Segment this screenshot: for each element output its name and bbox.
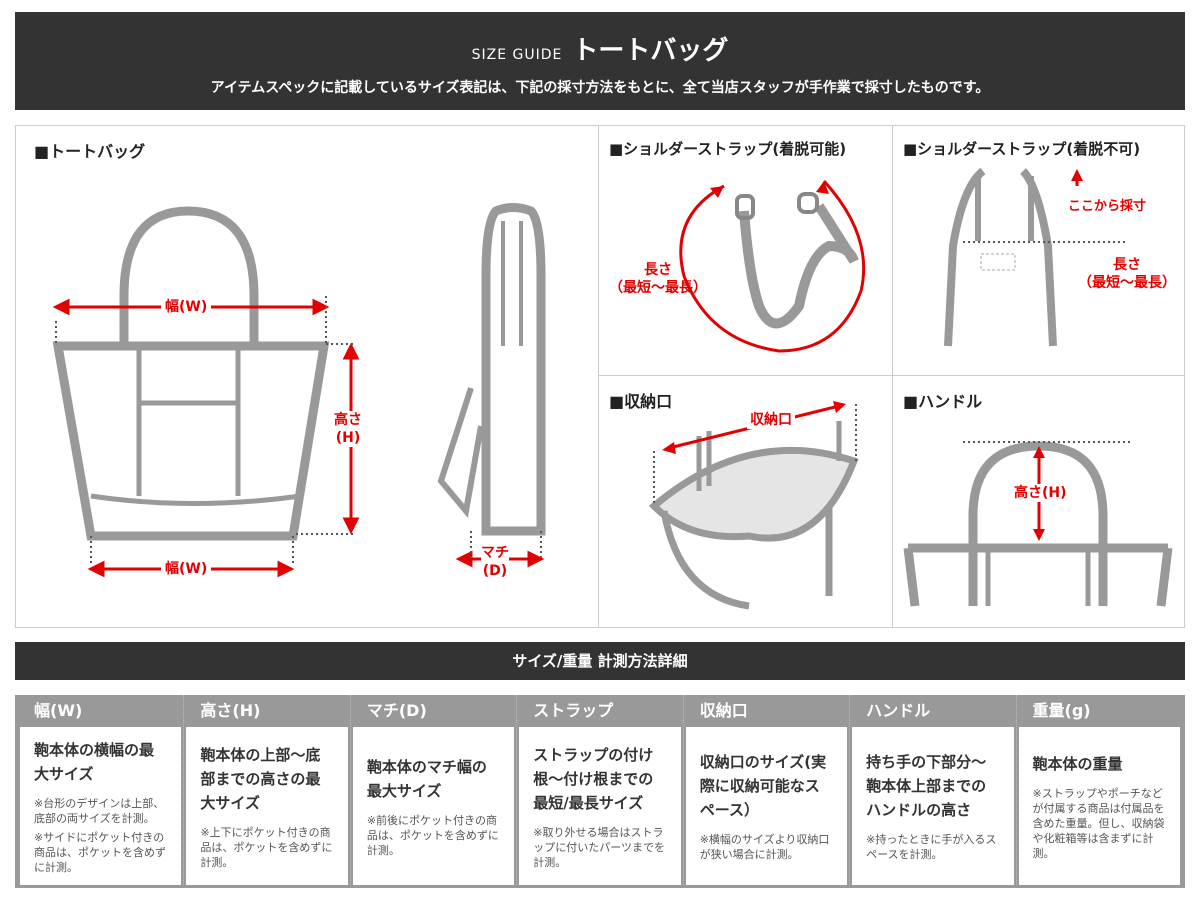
height-label: 高さ (H) — [334, 411, 362, 447]
width-bottom-label: 幅(W) — [161, 560, 212, 578]
column-main: 収納口のサイズ(実際に収納可能なスペース） — [699, 753, 827, 819]
column-note: ※台形のデザインは上部、底部の両サイズを計測。 — [34, 796, 165, 825]
page-title: SIZE GUIDE トートバッグ — [15, 30, 1185, 67]
column-note: ※前後にポケット付きの商品は、ポケットを含めずに計測。 — [366, 813, 499, 857]
strap-fixed-illustration — [944, 167, 1128, 347]
opening-illustration — [648, 401, 859, 610]
strap-length-label: 長さ （最短〜最長） — [609, 261, 707, 297]
title-text: トートバッグ — [572, 36, 729, 66]
opening-title: ■収納口 — [609, 392, 673, 411]
handle-title: ■ハンドル — [903, 392, 983, 411]
column-main: 鞄本体のマチ幅の最大サイズ — [366, 757, 487, 800]
tote-illustration — [52, 203, 546, 578]
height-text: 高さ — [334, 412, 362, 428]
column-main: 持ち手の下部分〜鞄本体上部までのハンドルの高さ — [866, 753, 987, 819]
column-head: 幅(W) — [34, 701, 83, 720]
column-note: ※ストラップやポーチなどが付属する商品は付属品を含めた重量。但し、収納袋や化粧箱… — [1032, 786, 1165, 860]
column-width: 幅(W) 鞄本体の横幅の最大サイズ ※台形のデザインは上部、底部の両サイズを計測。 ※… — [18, 695, 183, 885]
column-note: ※上下にポケット付きの商品は、ポケットを含めずに計測。 — [200, 825, 333, 869]
column-strap: ストラップストラップの付け根〜付け根までの最短/最長サイズ ※取り外せる場合はスト… — [516, 695, 682, 885]
measurement-table: 幅(W) 鞄本体の横幅の最大サイズ ※台形のデザインは上部、底部の両サイズを計測。 ※… — [15, 695, 1185, 888]
strap-fixed-diagram: ■ショルダーストラップ(着脱不可) ここから採寸 長さ （最短〜最長） — [893, 126, 1185, 376]
depth-d-text: (D) — [482, 563, 508, 579]
diagram-panel: ■トートバッグ 幅(W) 高さ (H) 幅(W) — [15, 125, 1185, 628]
strap-removable-diagram: ■ショルダーストラップ(着脱可能) 長さ （最短〜最長） — [599, 126, 893, 376]
opening-label: 収納口 — [747, 411, 795, 429]
column-body: 収納口のサイズ(実際に収納可能なスペース） ※横幅のサイズより収納口が狭い場合に計… — [685, 727, 848, 885]
column-main: 鞄本体の重量 — [1032, 754, 1123, 773]
column-opening: 収納口収納口のサイズ(実際に収納可能なスペース） ※横幅のサイズより収納口が狭い場… — [682, 695, 849, 885]
column-depth: マチ(D) 鞄本体のマチ幅の最大サイズ ※前後にポケット付きの商品は、ポケットを含め… — [349, 695, 516, 885]
column-body: 鞄本体のマチ幅の最大サイズ ※前後にポケット付きの商品は、ポケットを含めずに計測。 — [352, 727, 515, 885]
handle-height-label: 高さ(H) — [1011, 484, 1070, 502]
column-head: ハンドル — [866, 701, 931, 720]
column-main: ストラップの付け根〜付け根までの最短/最長サイズ — [533, 745, 654, 812]
width-top-label: 幅(W) — [161, 298, 212, 316]
height-h-text: (H) — [335, 430, 361, 446]
strap-length-text: 長さ — [644, 262, 672, 278]
depth-text: マチ — [481, 544, 509, 562]
header-banner: SIZE GUIDE トートバッグ アイテムスペックに記載しているサイズ表記は、下… — [15, 12, 1185, 110]
column-note: ※サイドにポケット付きの商品は、ポケットを含めずに計測。 — [34, 830, 166, 874]
column-main: 鞄本体の上部〜底部までの高さの最大サイズ — [200, 745, 321, 812]
column-note: ※持ったときに手が入るスペースを計測。 — [866, 833, 997, 861]
column-body: 持ち手の下部分〜鞄本体上部までのハンドルの高さ ※持ったときに手が入るスペースを計… — [852, 727, 1014, 885]
column-height: 高さ(H) 鞄本体の上部〜底部までの高さの最大サイズ ※上下にポケット付きの商品は、… — [183, 695, 349, 885]
opening-diagram: ■収納口 収納口 — [599, 376, 893, 627]
column-head: ストラップ — [533, 701, 614, 720]
strap-fixed-range-text: （最短〜最長） — [1078, 275, 1176, 291]
size-guide-label: SIZE GUIDE — [471, 47, 563, 63]
column-body: ストラップの付け根〜付け根までの最短/最長サイズ ※取り外せる場合はストラップに付… — [519, 727, 681, 885]
column-handle: ハンドル持ち手の下部分〜鞄本体上部までのハンドルの高さ ※持ったときに手が入るスペ… — [849, 695, 1015, 885]
strap-fixed-length-text: 長さ — [1113, 257, 1141, 273]
tote-title: ■トートバッグ — [34, 142, 146, 161]
column-note: ※取り外せる場合はストラップに付いたパーツまでを計測。 — [533, 825, 666, 869]
depth-label: マチ(D) — [481, 544, 509, 580]
column-body: 鞄本体の上部〜底部までの高さの最大サイズ ※上下にポケット付きの商品は、ポケットを… — [186, 727, 348, 885]
strap-range-text: （最短〜最長） — [609, 280, 707, 296]
column-head: 高さ(H) — [200, 701, 261, 720]
strap-removable-title: ■ショルダーストラップ(着脱可能) — [609, 140, 847, 158]
column-head: マチ(D) — [366, 701, 427, 720]
section-title: サイズ/重量 計測方法詳細 — [15, 642, 1185, 680]
column-body: 鞄本体の重量 ※ストラップやポーチなどが付属する商品は付属品を含めた重量。但し、収… — [1018, 727, 1180, 885]
strap-fixed-title: ■ショルダーストラップ(着脱不可) — [903, 140, 1141, 158]
strap-removable-illustration — [679, 179, 866, 353]
subtitle: アイテムスペックに記載しているサイズ表記は、下記の採寸方法をもとに、全て当店スタ… — [210, 80, 990, 96]
column-note: ※横幅のサイズより収納口が狭い場合に計測。 — [699, 833, 830, 861]
column-head: 重量(g) — [1032, 701, 1091, 720]
handle-diagram: ■ハンドル 高さ(H) — [893, 376, 1185, 627]
column-body: 鞄本体の横幅の最大サイズ ※台形のデザインは上部、底部の両サイズを計測。 ※サイドに… — [20, 727, 182, 885]
measure-from-here-label: ここから採寸 — [1068, 199, 1147, 214]
column-weight: 重量(g) 鞄本体の重量 ※ストラップやポーチなどが付属する商品は付属品を含めた重量… — [1015, 695, 1182, 885]
column-main: 鞄本体の横幅の最大サイズ — [34, 740, 155, 783]
tote-diagram: ■トートバッグ 幅(W) 高さ (H) 幅(W) — [16, 126, 599, 627]
column-head: 収納口 — [699, 701, 748, 720]
strap-fixed-length-label: 長さ （最短〜最長） — [1078, 256, 1176, 292]
